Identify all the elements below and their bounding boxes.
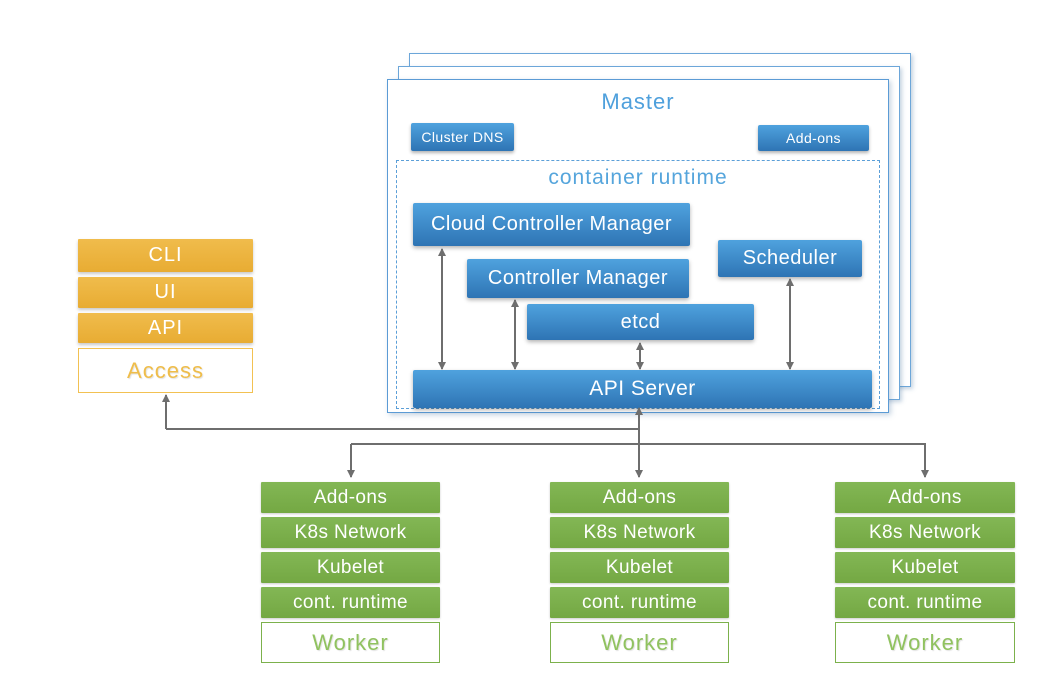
container-runtime-title: container runtime [548, 166, 728, 189]
worker1-cont-runtime: cont. runtime [261, 587, 440, 618]
scheduler-box: Scheduler [718, 240, 862, 277]
worker-node-2: Add-ons K8s Network Kubelet cont. runtim… [550, 482, 729, 663]
arrow-etcd-apiserver [636, 342, 644, 370]
api-server-box: API Server [413, 370, 872, 408]
worker2-label: Worker [550, 622, 729, 663]
etcd-box: etcd [527, 304, 754, 340]
master-addons-box: Add-ons [758, 125, 869, 151]
arrow-to-worker1 [347, 443, 355, 478]
arrow-scheduler-apiserver [786, 278, 794, 370]
worker-node-3: Add-ons K8s Network Kubelet cont. runtim… [835, 482, 1015, 663]
line-apiserver-access [166, 428, 639, 430]
worker3-addons: Add-ons [835, 482, 1015, 513]
access-label: Access [78, 348, 253, 393]
worker2-cont-runtime: cont. runtime [550, 587, 729, 618]
worker1-addons: Add-ons [261, 482, 440, 513]
worker3-k8s-network: K8s Network [835, 517, 1015, 548]
worker2-addons: Add-ons [550, 482, 729, 513]
worker3-label: Worker [835, 622, 1015, 663]
worker3-kubelet: Kubelet [835, 552, 1015, 583]
arrow-ccm-apiserver [438, 248, 446, 370]
cluster-dns-box: Cluster DNS [411, 123, 514, 151]
access-item-cli: CLI [78, 239, 253, 272]
arrow-apiserver-worker2 [635, 407, 643, 478]
worker1-label: Worker [261, 622, 440, 663]
access-item-api: API [78, 313, 253, 343]
arrow-to-worker3 [921, 443, 929, 478]
line-worker-bus [351, 443, 926, 445]
worker-node-1: Add-ons K8s Network Kubelet cont. runtim… [261, 482, 440, 663]
worker3-cont-runtime: cont. runtime [835, 587, 1015, 618]
worker1-k8s-network: K8s Network [261, 517, 440, 548]
worker2-k8s-network: K8s Network [550, 517, 729, 548]
controller-manager-box: Controller Manager [467, 259, 689, 298]
access-item-ui: UI [78, 277, 253, 308]
access-stack: CLI UI API Access [78, 239, 253, 393]
arrow-to-access [162, 394, 170, 430]
master-box: Master Cluster DNS Add-ons container run… [387, 79, 889, 413]
container-runtime-box: container runtime Cloud Controller Manag… [396, 160, 880, 409]
arrow-controllermanager-apiserver [511, 299, 519, 370]
worker2-kubelet: Kubelet [550, 552, 729, 583]
cloud-controller-manager-box: Cloud Controller Manager [413, 203, 690, 246]
master-title: Master [601, 89, 675, 114]
worker1-kubelet: Kubelet [261, 552, 440, 583]
